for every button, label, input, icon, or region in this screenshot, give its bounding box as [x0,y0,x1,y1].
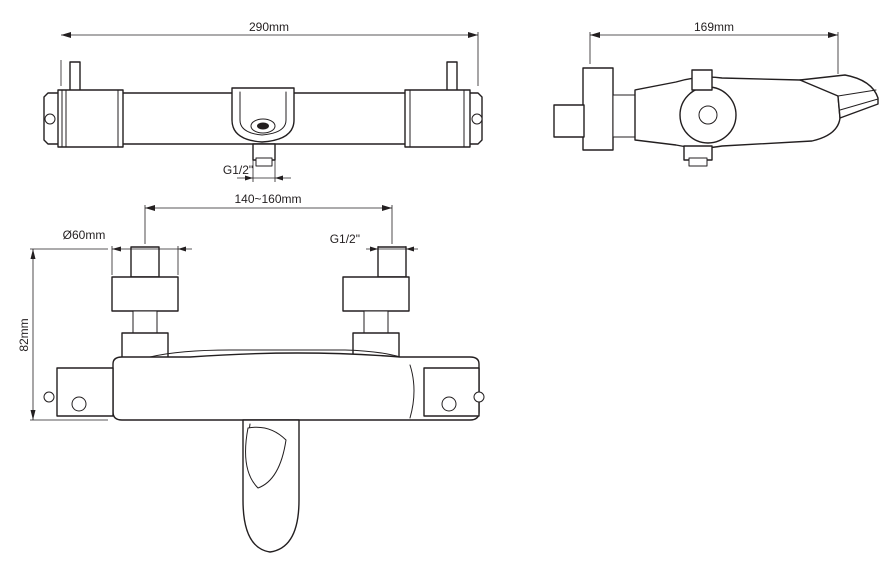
dim-82-label: 82mm [17,318,31,351]
side-view-spout-nose-line-1 [837,89,877,97]
front-view-temp-handle-indicator [71,396,87,412]
top-view-outlet-thread [255,157,273,167]
dim-290-arrow-left [61,32,71,38]
front-view-right-inlet-square [377,246,407,278]
top-view-temp-handle [57,89,124,148]
dimension-overall-height: 82mm [17,248,108,421]
dim-169-arrow-right [828,32,838,38]
top-view: 290mm G1/2" [43,20,483,182]
top-view-flow-handle [404,89,471,148]
dim-140160-arrow-right [382,205,392,211]
side-view-inlet-collar [612,94,636,138]
top-view-right-stem [446,61,458,93]
top-view-spout-recess [231,87,295,143]
dim-d60-arrow-left [112,246,121,252]
dim-g12front-label: G1/2" [330,232,360,246]
front-view-left-pivot [43,391,55,403]
side-view-handle-lever [691,69,713,91]
dim-290-arrow-right [468,32,478,38]
front-view-right-escutcheon [342,276,410,312]
front-view-flow-handle-neck [409,364,415,419]
side-view-spout-nose [799,74,879,119]
front-view-right-nipple [363,310,389,334]
front-view-left-inlet-square [130,246,160,278]
dim-g12front-arrow-right [406,246,414,252]
dimension-inlet-thread: G1/2" [330,232,418,275]
front-view-left-connector [121,332,169,360]
dim-82-arrow-top [30,249,36,259]
side-view-handle-hub [698,105,718,125]
dim-82-arrow-bottom [30,410,36,420]
dim-169-label: 169mm [694,20,734,34]
side-view-spout-nose-line-2 [839,98,879,111]
dim-g12top-arrow-right [275,175,283,181]
dimension-projection-depth: 169mm [589,20,839,74]
top-view-left-stem [69,61,81,93]
front-view: 140~160mm Ø60mm G1/2" [17,192,485,553]
front-view-left-escutcheon [111,276,179,312]
dimension-overall-width: 290mm [60,20,479,86]
dim-d60-label: Ø60mm [63,228,106,242]
side-view: 169mm [553,20,879,167]
front-view-temp-handle [56,367,114,417]
front-view-spout-face [245,426,287,489]
dim-d60-arrow-right [178,246,186,252]
dim-g12top-label: G1/2" [223,163,253,177]
side-view-inlet-square [553,104,585,138]
top-view-aerator-hole [257,122,269,130]
dim-140160-label: 140~160mm [234,192,301,206]
dim-169-arrow-left [590,32,600,38]
dimension-outlet-thread-top: G1/2" [223,160,291,182]
dimension-escutcheon-diameter: Ø60mm [63,228,192,275]
side-view-wall-plate [582,67,614,151]
front-view-left-nipple [132,310,158,334]
front-view-flow-handle [423,367,480,417]
side-view-outlet-thread [688,157,708,167]
top-view-right-pivot [471,113,483,125]
dim-290-label: 290mm [249,20,289,34]
front-view-body [112,352,480,421]
side-view-body [634,76,841,149]
dim-g12top-arrow-left [245,175,253,181]
dim-g12front-arrow-left [370,246,378,252]
dim-140160-arrow-left [145,205,155,211]
front-view-body-top-curve [149,349,401,358]
front-view-flow-handle-indicator [441,396,457,412]
dimension-inlet-centres: 140~160mm [144,192,393,244]
top-view-left-pivot [44,113,56,125]
front-view-right-pivot [473,391,485,403]
top-view-spout-recess-inner [239,91,287,136]
